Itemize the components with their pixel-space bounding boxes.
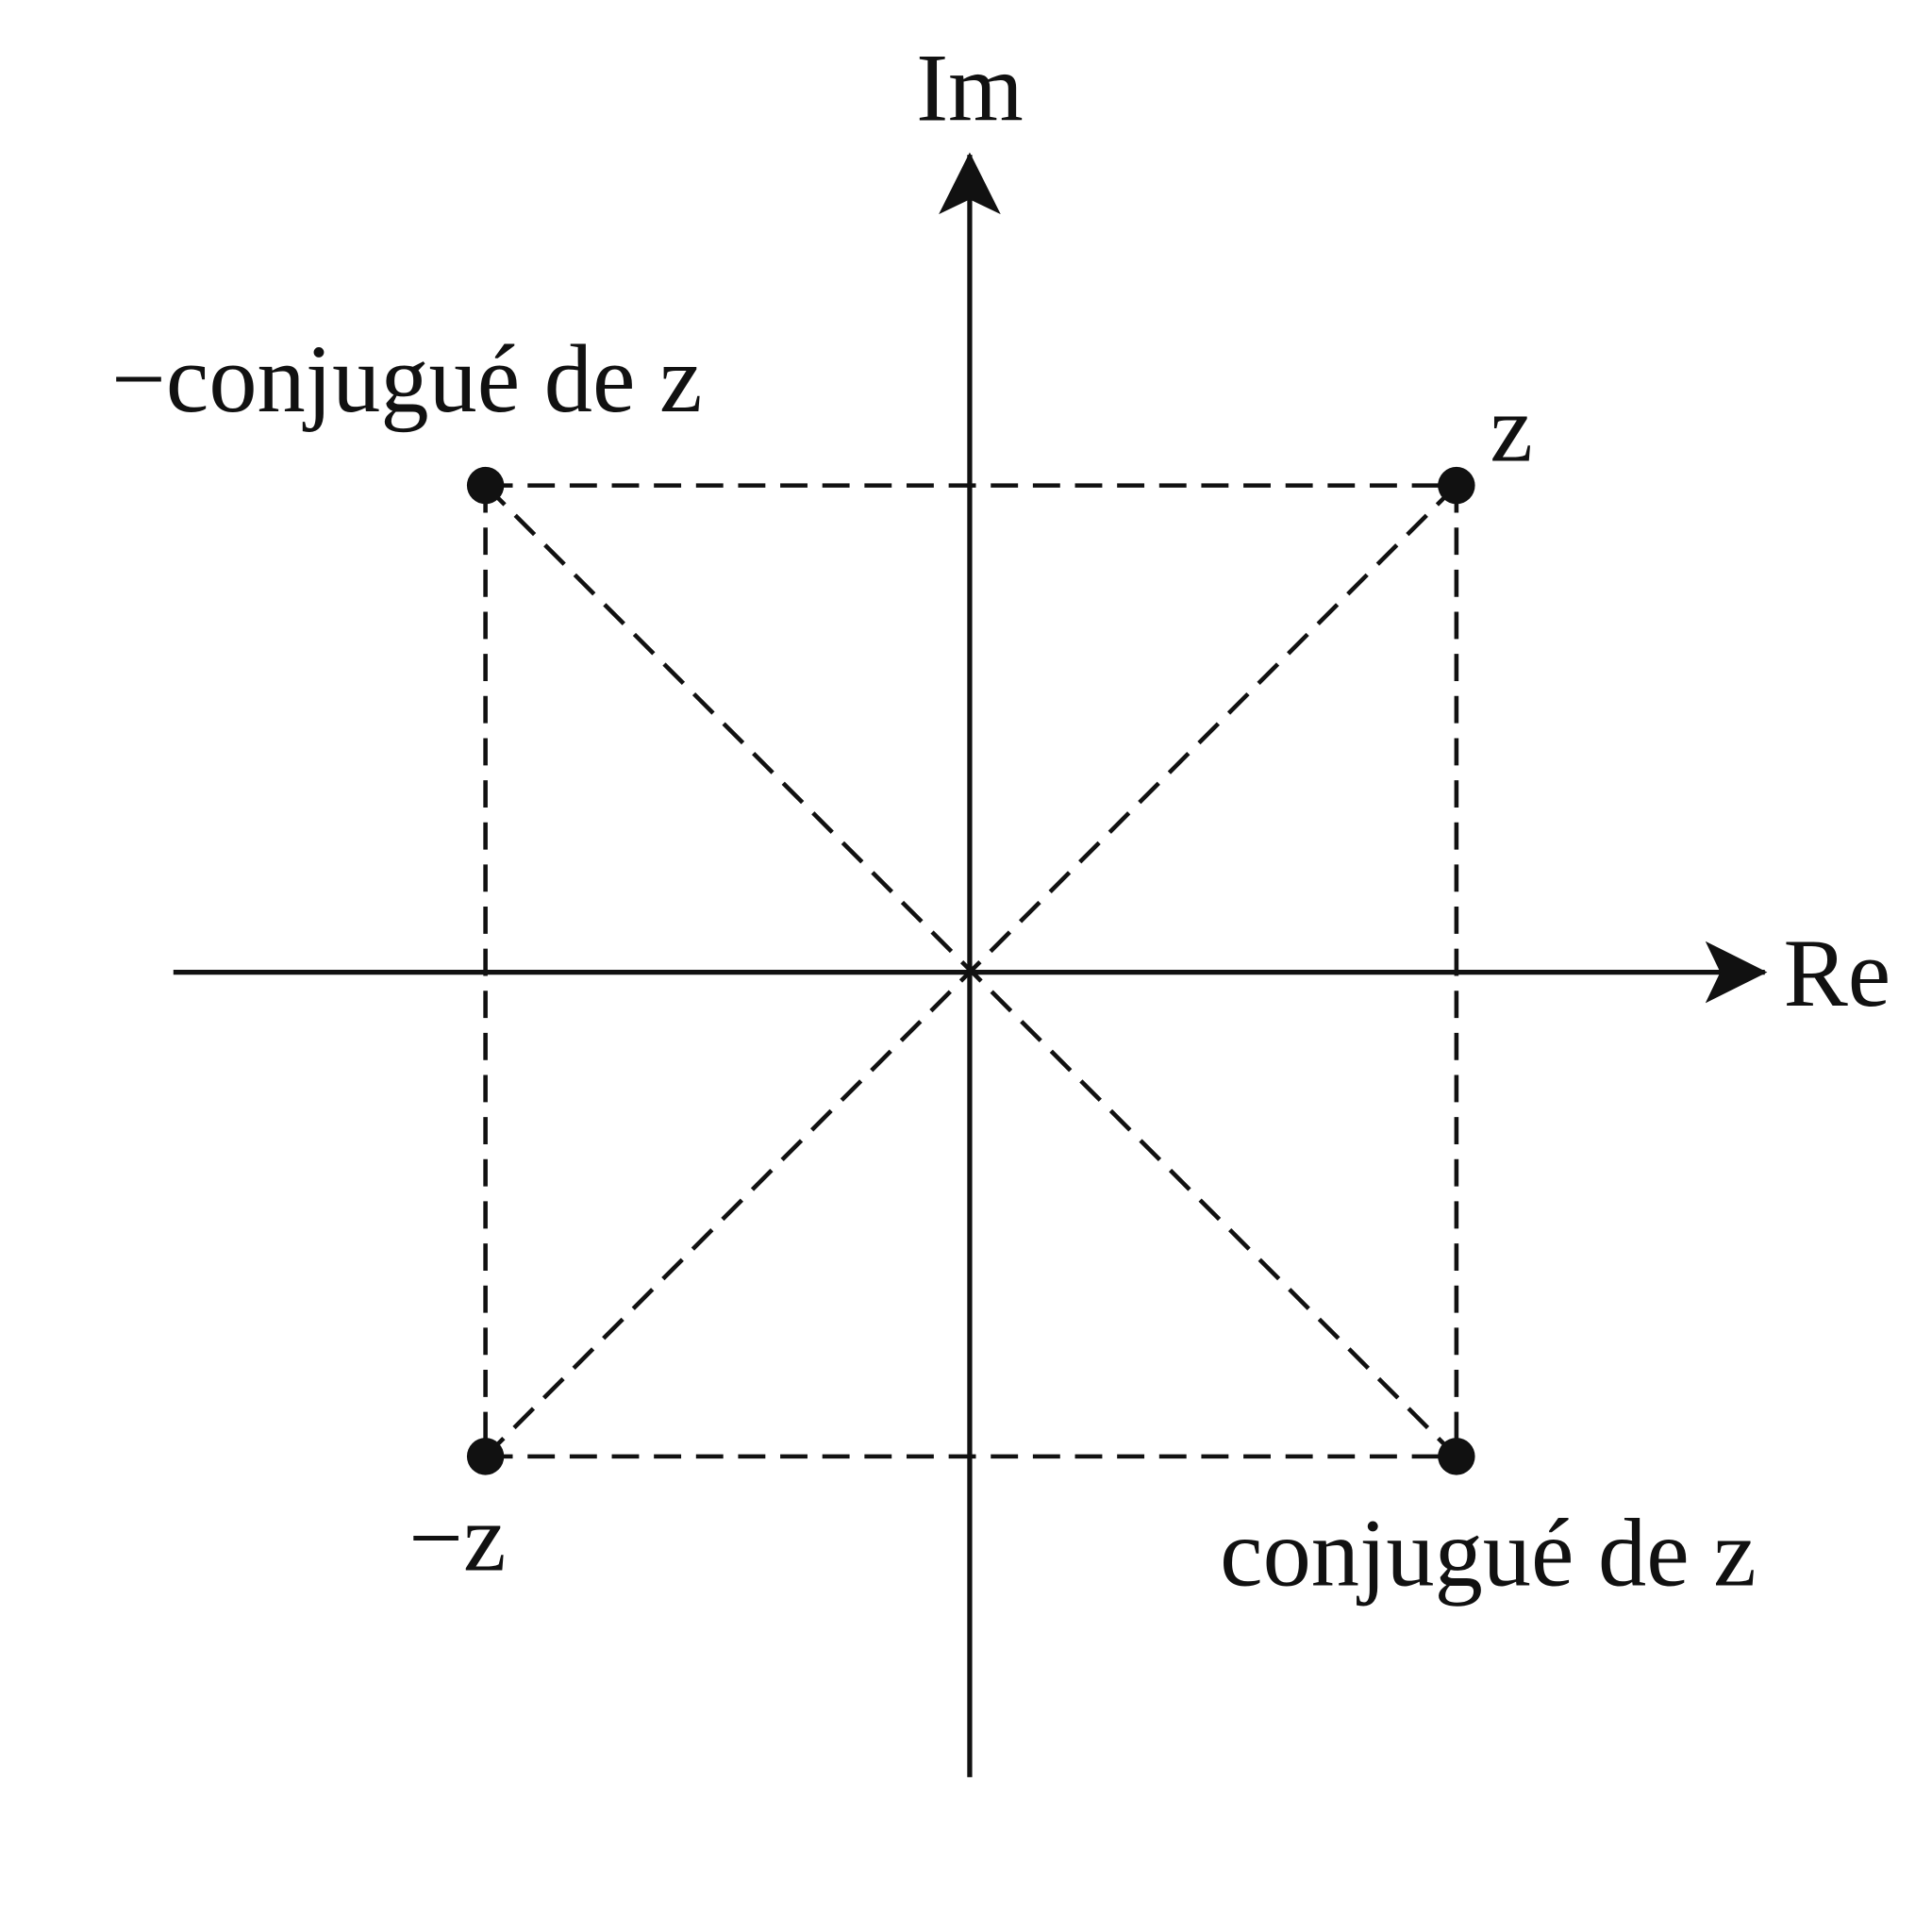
label-conjugate: conjugué de z <box>1220 1500 1757 1607</box>
point-z <box>1438 466 1475 505</box>
label-neg-z: −z <box>408 1486 506 1592</box>
point-neg-z <box>466 1438 505 1475</box>
point-conjugate <box>1438 1438 1475 1475</box>
real-axis-label: Re <box>1783 921 1890 1027</box>
point-neg-conjugate <box>466 466 505 505</box>
label-neg-conjugate: −conjugué de z <box>111 326 702 433</box>
imaginary-axis-label: Im <box>916 35 1024 142</box>
label-z: z <box>1490 375 1532 482</box>
